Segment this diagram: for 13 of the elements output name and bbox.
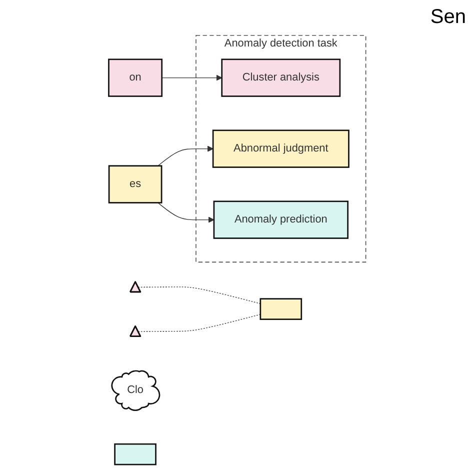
arrow [161,74,222,81]
node-box: on [108,58,162,97]
node-box: Cluster analysis [220,58,340,97]
node-box: es [108,165,162,204]
arrow [157,146,214,166]
node-box [259,298,302,320]
connector [138,314,260,332]
connector [138,286,260,304]
node-box [114,443,156,466]
sensor-label: Sen [430,6,466,28]
node-box: Abnormal judgment [212,130,350,168]
arrow [157,202,214,223]
node-box: Anomaly prediction [213,200,348,239]
